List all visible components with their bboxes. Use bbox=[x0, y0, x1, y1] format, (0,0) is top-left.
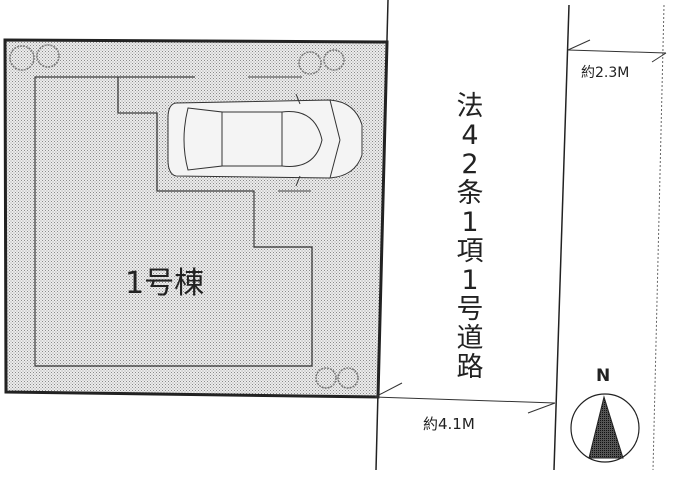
road-lines bbox=[375, 0, 665, 471]
building-outline bbox=[34, 76, 313, 367]
north-arrow-icon bbox=[570, 393, 640, 463]
road-width-label: 約4.1M bbox=[423, 415, 475, 433]
side-width-label: 約2.3M bbox=[581, 65, 630, 81]
car-icon bbox=[167, 93, 363, 187]
building-label: 1号棟 bbox=[125, 266, 205, 301]
north-label: N bbox=[596, 366, 611, 386]
dimension-lines bbox=[374, 39, 667, 414]
tree-icons bbox=[9, 44, 359, 389]
lot bbox=[3, 38, 389, 399]
road-label: 法42条1項1号道路 bbox=[456, 91, 484, 383]
